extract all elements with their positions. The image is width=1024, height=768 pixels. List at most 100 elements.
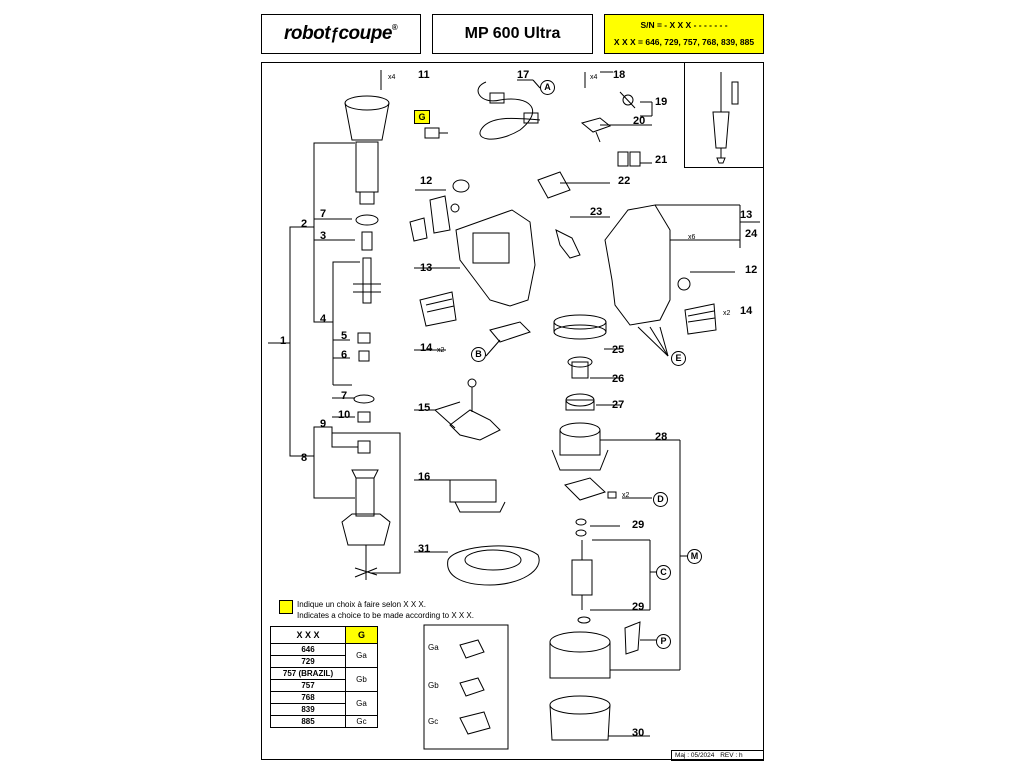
brand-reg-mark: ® bbox=[391, 23, 398, 32]
table-row: 757 (BRAZIL) bbox=[270, 667, 346, 680]
housing-half-left bbox=[455, 209, 536, 307]
motor-bell-28 bbox=[559, 430, 601, 456]
leader-1 bbox=[268, 342, 355, 499]
part-14-right: 14 bbox=[740, 305, 753, 317]
part-2: 2 bbox=[301, 218, 308, 230]
mult-24: x6 bbox=[688, 234, 696, 241]
brand-logo-box: robotƒcoupe® bbox=[261, 14, 421, 54]
variant-gb-label: Gb bbox=[428, 681, 439, 690]
motor-cap-shape bbox=[344, 95, 390, 111]
mult-14-right: x2 bbox=[723, 310, 731, 317]
part-31: 31 bbox=[418, 543, 431, 555]
table-row: 646 bbox=[270, 643, 346, 656]
brand-logo: robotƒcoupe® bbox=[284, 23, 398, 45]
part-13-right: 13 bbox=[740, 209, 753, 221]
mult-14-left: x2 bbox=[437, 347, 445, 354]
stator-housing bbox=[549, 642, 611, 679]
part-22: 22 bbox=[618, 175, 631, 187]
table-head-g: G bbox=[345, 626, 378, 644]
grip-14-right bbox=[684, 303, 717, 335]
part-29-bottom: 29 bbox=[632, 601, 645, 613]
wall-support-31 bbox=[447, 545, 540, 586]
footer-maj-date: 05/2024 bbox=[690, 752, 715, 759]
part-6: 6 bbox=[341, 349, 348, 361]
part-23: 23 bbox=[590, 206, 603, 218]
cup-30 bbox=[549, 704, 611, 741]
legend-swatch bbox=[279, 600, 293, 614]
part-24: 24 bbox=[745, 228, 758, 240]
part-26: 26 bbox=[612, 373, 625, 385]
part-18: 18 bbox=[613, 69, 626, 81]
part-19: 19 bbox=[655, 96, 668, 108]
table-row: 757 bbox=[270, 679, 346, 692]
part-30: 30 bbox=[632, 727, 645, 739]
part-9: 9 bbox=[320, 418, 327, 430]
part-20: 20 bbox=[633, 115, 646, 127]
serial-line-2: X X X = 646, 729, 757, 768, 839, 885 bbox=[613, 37, 755, 47]
part-21: 21 bbox=[655, 154, 668, 166]
choice-g-marker: G bbox=[414, 110, 430, 124]
part-27: 27 bbox=[612, 399, 625, 411]
callout-d: D bbox=[653, 492, 668, 507]
part-7-bottom: 7 bbox=[341, 390, 348, 402]
variant-ga-label: Ga bbox=[428, 643, 439, 652]
part-10: 10 bbox=[338, 409, 351, 421]
table-row: 839 bbox=[270, 703, 346, 716]
serial-line-1: S/N = - X X X - - - - - - - bbox=[640, 20, 728, 30]
part-12-right: 12 bbox=[745, 264, 758, 276]
footer-revision: Maj : 05/2024 REV : h bbox=[671, 750, 764, 761]
part-29-top: 29 bbox=[632, 519, 645, 531]
table-row: 768 bbox=[270, 691, 346, 704]
footer-maj-label: Maj : bbox=[675, 752, 690, 759]
table-cell-g: Gb bbox=[345, 667, 378, 692]
variant-gc-label: Gc bbox=[428, 717, 439, 726]
brand-swirl-icon: ƒ bbox=[330, 26, 339, 43]
housing-half-right bbox=[604, 204, 671, 326]
power-cord-17 bbox=[477, 81, 541, 140]
callout-c: C bbox=[656, 565, 671, 580]
legend-text-en: Indicates a choice to be made according … bbox=[297, 611, 474, 620]
part-13-left: 13 bbox=[420, 262, 433, 274]
table-row: 729 bbox=[270, 655, 346, 668]
part-1: 1 bbox=[280, 335, 287, 347]
callout-b: B bbox=[471, 347, 486, 362]
leader-9 bbox=[313, 426, 358, 456]
part-25: 25 bbox=[612, 344, 625, 356]
callout-a: A bbox=[540, 80, 555, 95]
variant-panel bbox=[423, 624, 509, 750]
callout-p: P bbox=[656, 634, 671, 649]
model-box: MP 600 Ultra bbox=[432, 14, 593, 54]
grip-14-left bbox=[419, 291, 457, 327]
part-11: 11 bbox=[418, 69, 430, 81]
part-17: 17 bbox=[517, 69, 530, 81]
legend-text-fr: Indique un choix à faire selon X X X. bbox=[297, 600, 426, 609]
part-7-top: 7 bbox=[320, 208, 327, 220]
callout-e: E bbox=[671, 351, 686, 366]
mult-18: x4 bbox=[590, 74, 598, 81]
callout-m: M bbox=[687, 549, 702, 564]
table-cell-g: Ga bbox=[345, 691, 378, 716]
part-16: 16 bbox=[418, 471, 431, 483]
table-cell-g: Gc bbox=[345, 715, 378, 728]
brand-left-text: robot bbox=[284, 23, 331, 44]
table-head-xxx: X X X bbox=[270, 626, 346, 644]
rotor-c bbox=[571, 559, 593, 596]
brand-right-text: coupe bbox=[338, 23, 392, 44]
part-28: 28 bbox=[655, 431, 668, 443]
table-row: 885 bbox=[270, 715, 346, 728]
model-title: MP 600 Ultra bbox=[464, 25, 561, 42]
part-3: 3 bbox=[320, 230, 327, 242]
part-8: 8 bbox=[301, 452, 308, 464]
mult-11: x4 bbox=[388, 74, 396, 81]
part-15: 15 bbox=[418, 402, 431, 414]
table-cell-g: Ga bbox=[345, 643, 378, 668]
part-4: 4 bbox=[320, 313, 327, 325]
part-14-left: 14 bbox=[420, 342, 433, 354]
part-12-left: 12 bbox=[420, 175, 433, 187]
footer-rev-value: h bbox=[739, 752, 743, 759]
serial-box: S/N = - X X X - - - - - - - X X X = 646,… bbox=[604, 14, 764, 54]
mult-d: x2 bbox=[622, 492, 630, 499]
product-thumbnail-box bbox=[684, 62, 764, 168]
